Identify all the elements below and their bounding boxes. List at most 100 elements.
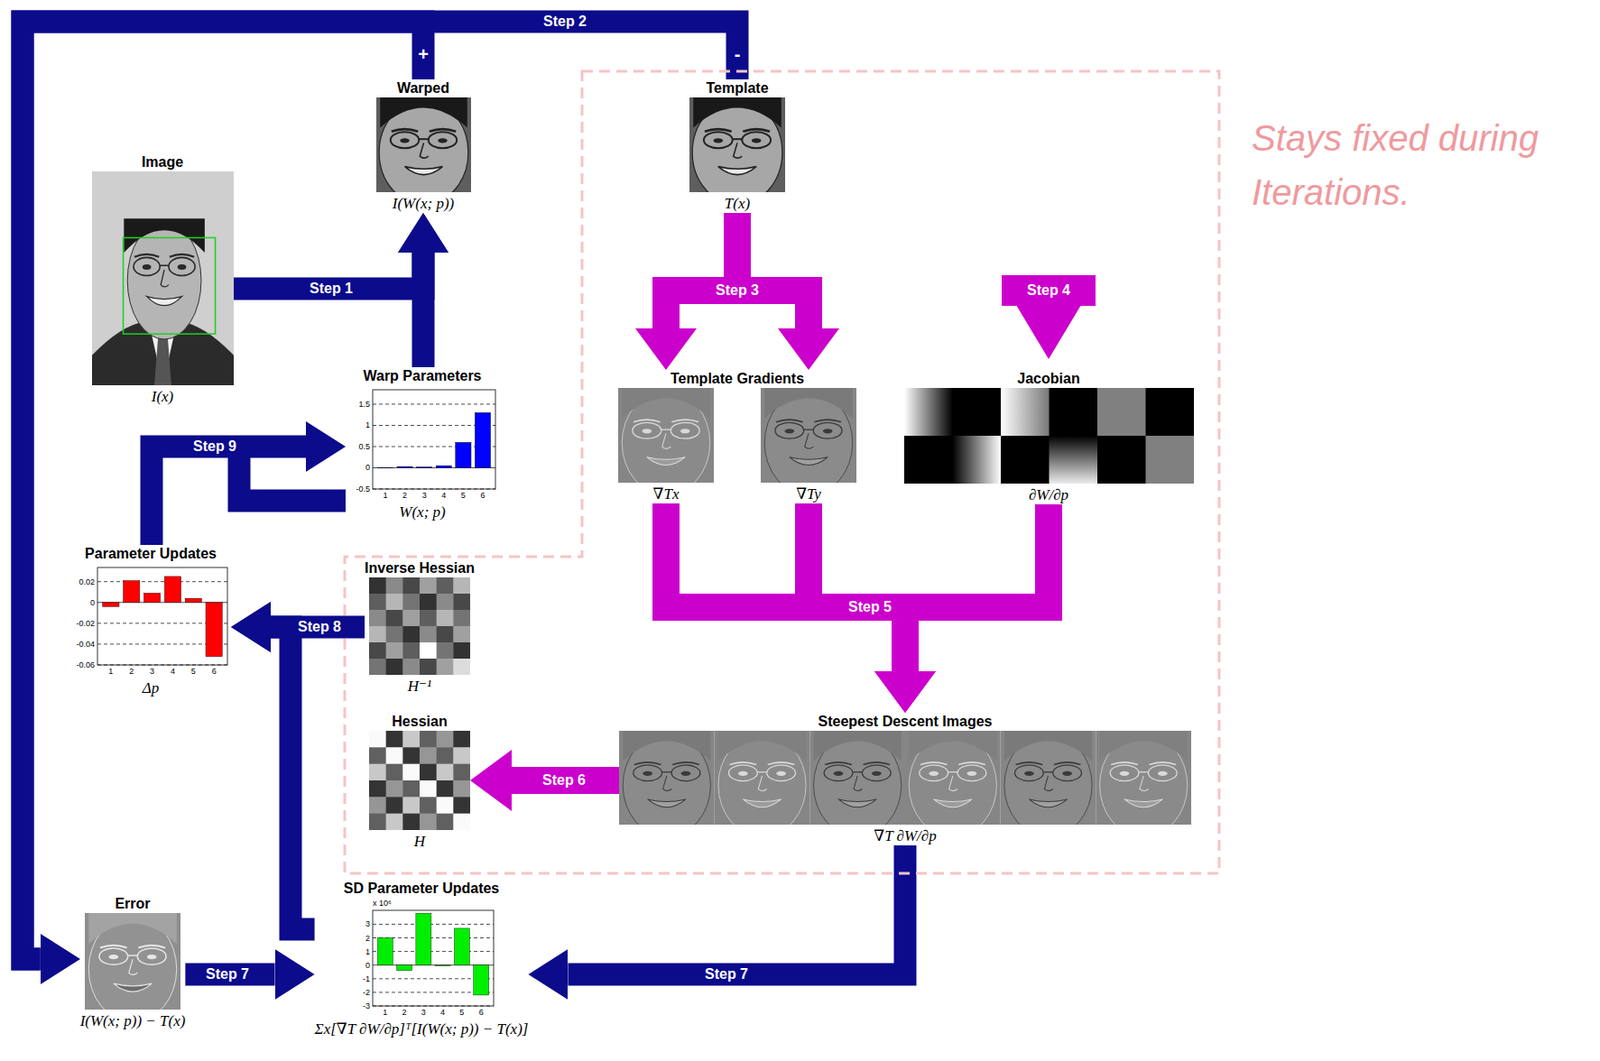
drawing-part	[713, 138, 724, 143]
connector-path	[270, 616, 365, 639]
region-note: Stays fixed during Iterations.	[1251, 110, 1595, 220]
axis-tick: 0	[70, 598, 95, 608]
drawing-part	[386, 780, 404, 798]
drawing-part	[785, 428, 796, 434]
drawing-part	[369, 642, 387, 660]
image-column: 1.510.50-0.5123456W(x; p)	[345, 385, 500, 522]
drawing-part	[416, 466, 433, 469]
picture	[369, 730, 471, 831]
image-panel: TemplateT(x)	[689, 79, 786, 213]
drawing-part	[621, 388, 711, 419]
math-caption: H	[414, 832, 426, 851]
image-row: ∇T ∂W/∂p	[619, 730, 1192, 846]
axis-tick: 5	[459, 1008, 464, 1018]
drawing-part	[416, 913, 432, 965]
panel-title: Steepest Descent Images	[818, 712, 993, 731]
drawing-part	[757, 771, 768, 773]
drawing-part	[453, 928, 470, 966]
drawing-part	[159, 264, 169, 267]
drawing-part	[823, 428, 833, 434]
drawing-part	[1110, 762, 1138, 766]
drawing-part	[1062, 771, 1073, 777]
connector-path	[567, 845, 906, 975]
axis-tick: 5	[461, 490, 466, 500]
image-column: ∇Tx	[618, 388, 714, 504]
axis-tick: 0	[345, 462, 370, 472]
axis-tick: 0.02	[70, 577, 95, 587]
drawing-part	[168, 254, 194, 258]
math-caption: I(W(x; p)) − T(x)	[80, 1012, 186, 1031]
drawing-part	[386, 577, 404, 595]
drawing-part	[372, 910, 494, 1007]
drawing-part	[397, 965, 413, 972]
drawing-part	[1004, 730, 1092, 761]
step-label: Step 6	[536, 770, 592, 791]
drawing-part	[1145, 435, 1194, 484]
drawing-part	[176, 264, 186, 270]
drawing-part	[419, 626, 437, 644]
image-column: 3210-1-2-3123456x 10⁶Σx[∇T ∂W/∂p]ᵀ[I(W(x…	[314, 897, 529, 1039]
axis-tick: 1	[345, 420, 370, 430]
drawing-part	[402, 626, 420, 644]
connector-path	[233, 252, 425, 289]
image-column: ∇T ∂W/∂p	[619, 730, 1192, 846]
drawing-part	[813, 422, 842, 439]
drawing-part	[633, 765, 663, 782]
image-row: 0.020-0.02-0.04-0.06123456Δp	[70, 563, 232, 698]
drawing-part	[967, 771, 978, 777]
drawing-part	[435, 465, 452, 468]
drawing-part	[419, 610, 437, 628]
step-label: Step 1	[304, 278, 359, 299]
axis-tick: 1	[345, 947, 370, 957]
drawing-part	[852, 771, 863, 773]
axis-tick: 3	[422, 490, 427, 500]
math-caption: ∇Tx	[653, 485, 680, 504]
drawing-part	[109, 954, 120, 960]
drawing-part	[823, 765, 853, 782]
math-caption: Δp	[142, 679, 159, 698]
drawing-part	[904, 435, 953, 484]
drawing-part	[402, 593, 420, 611]
flow-arrow	[511, 780, 620, 782]
drawing-part	[453, 796, 471, 814]
panel-title: Hessian	[391, 712, 447, 731]
drawing-part	[436, 626, 454, 644]
math-caption: I(W(x; p))	[392, 194, 454, 213]
chart-panel: Parameter Updates0.020-0.02-0.04-0.06123…	[70, 545, 232, 698]
image-column: H	[369, 730, 471, 851]
drawing-part	[1024, 771, 1035, 777]
flow-arrow	[665, 503, 906, 672]
drawing-part	[147, 954, 158, 960]
drawing-part	[632, 422, 662, 439]
picture	[92, 171, 234, 386]
drawing-part	[434, 964, 451, 967]
axis-tick: x 10⁶	[372, 898, 392, 908]
sign-label: +	[412, 44, 435, 65]
drawing-part	[436, 747, 454, 765]
step-label: Step 8	[292, 617, 347, 638]
drawing-part	[369, 730, 387, 749]
picture	[760, 388, 857, 483]
drawing-part	[776, 419, 804, 423]
drawing-part	[453, 626, 471, 644]
drawing-part	[123, 581, 140, 603]
drawing-part	[453, 730, 471, 749]
image-panel: WarpedI(W(x; p))	[376, 79, 472, 213]
drawing-part	[861, 765, 891, 782]
picture	[904, 388, 1194, 484]
drawing-part	[92, 171, 234, 386]
axis-tick: 1	[108, 666, 113, 676]
drawing-part	[436, 658, 454, 676]
drawing-part	[402, 658, 420, 676]
drawing-part	[399, 138, 410, 143]
drawing-part	[453, 610, 471, 628]
drawing-part	[369, 577, 387, 595]
flow-arrow	[184, 974, 275, 976]
axis-tick: 3	[421, 1008, 426, 1018]
drawing-part	[1147, 765, 1177, 782]
drawing-part	[143, 592, 160, 602]
drawing-part	[436, 577, 454, 595]
drawing-part	[1149, 762, 1177, 766]
